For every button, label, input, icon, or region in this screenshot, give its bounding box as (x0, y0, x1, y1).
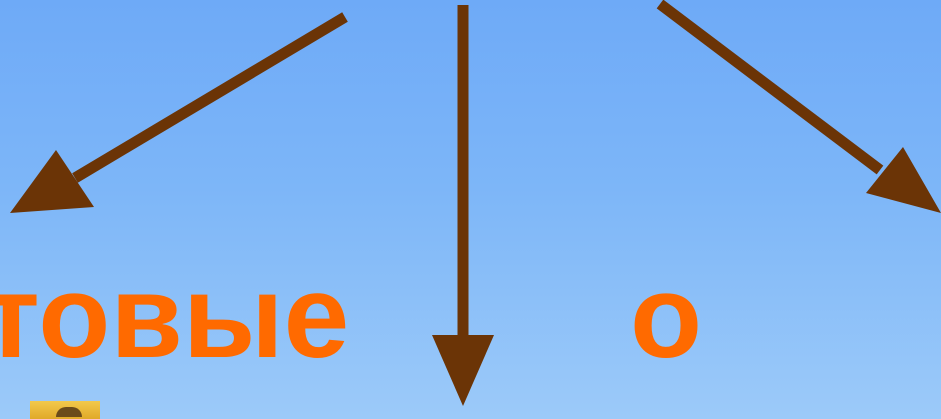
thumbnail-mark-icon (56, 407, 82, 417)
label-left: товые (0, 258, 349, 376)
partial-image-thumbnail (30, 401, 100, 419)
arrow-left (10, 17, 345, 213)
label-right: о (630, 258, 702, 376)
arrow-right (660, 4, 941, 213)
arrow-center (432, 5, 494, 406)
